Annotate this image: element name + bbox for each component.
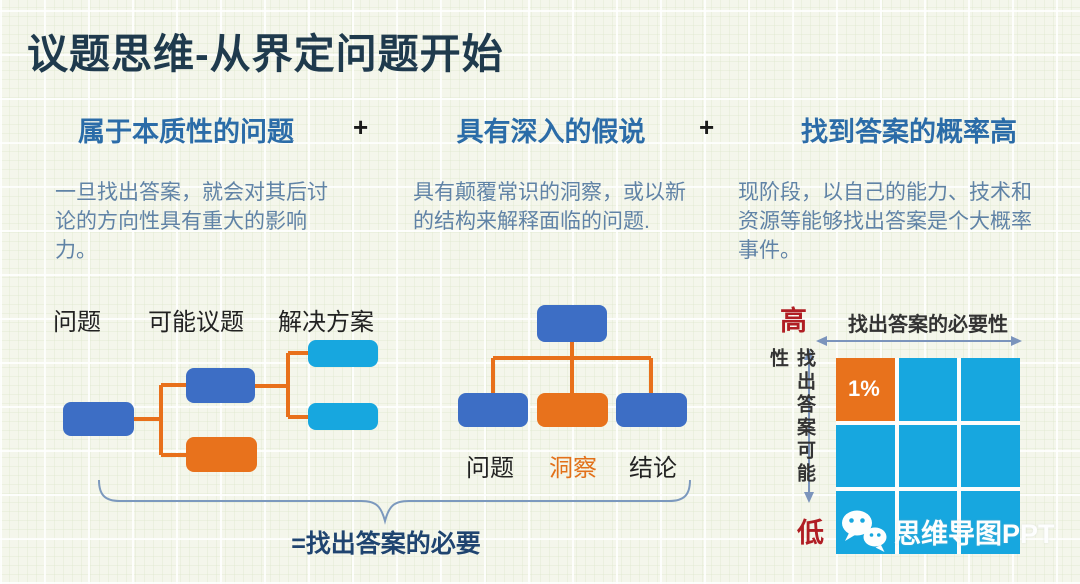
middle-tree-label-insight: 洞察 bbox=[549, 455, 597, 482]
brace-caption: =找出答案的必要 bbox=[291, 530, 481, 558]
left-tree-issue-node-blue bbox=[186, 368, 255, 403]
left-tree-connector-left bbox=[134, 383, 186, 457]
plus-sign-2: + bbox=[699, 112, 715, 142]
left-tree-connector-right bbox=[255, 351, 308, 419]
plus-sign-1: + bbox=[353, 112, 369, 142]
brace-icon bbox=[98, 479, 691, 525]
page-title: 议题思维-从界定问题开始 bbox=[27, 31, 504, 77]
left-tree-solution-node-2 bbox=[308, 403, 378, 430]
middle-tree-root-node bbox=[537, 305, 607, 342]
matrix-cell-3-2 bbox=[898, 491, 958, 554]
middle-tree-insight-node bbox=[537, 393, 608, 427]
column-body-2: 具有颠覆常识的洞察，或以新的结构来解释面临的问题. bbox=[413, 181, 686, 233]
column-body-1: 一旦找出答案，就会对其后讨论的方向性具有重大的影响力。 bbox=[55, 181, 328, 262]
watermark-text: 思维导图PPT bbox=[894, 518, 1055, 549]
left-tree-solution-node-1 bbox=[308, 340, 378, 367]
left-tree-root-node bbox=[63, 402, 134, 436]
matrix-cell-3-3 bbox=[961, 491, 1020, 554]
column-header-3: 找到答案的概率高 bbox=[801, 117, 1017, 147]
matrix-high-label: 高 bbox=[780, 306, 807, 336]
matrix-cell-2-3 bbox=[961, 424, 1020, 488]
matrix-cell-1-3 bbox=[961, 358, 1020, 421]
middle-tree-conclusion-node bbox=[616, 393, 687, 427]
vertical-axis-arrow-icon bbox=[804, 349, 814, 503]
matrix-left-axis-title: 找出答案可能性 bbox=[767, 348, 815, 486]
watermark: 思维导图PPT bbox=[840, 508, 1055, 554]
column-body-3: 现阶段，以自己的能力、技术和资源等能够找出答案是个大概率事件。 bbox=[738, 181, 1032, 262]
wechat-icon bbox=[842, 510, 887, 552]
middle-tree-connectors bbox=[491, 342, 653, 393]
matrix-cell-value: 1% bbox=[848, 376, 880, 402]
matrix-cell-2-2 bbox=[898, 424, 958, 488]
horizontal-axis-arrow-icon bbox=[816, 336, 1022, 346]
left-tree-label-solution: 解决方案 bbox=[278, 309, 374, 336]
matrix-low-label: 低 bbox=[797, 518, 824, 548]
matrix-cell-1-2 bbox=[898, 358, 958, 421]
column-header-1: 属于本质性的问题 bbox=[78, 117, 294, 147]
middle-tree-label-conclusion: 结论 bbox=[629, 455, 677, 482]
matrix-cell-2-1 bbox=[836, 424, 895, 488]
left-tree-label-possible-issue: 可能议题 bbox=[148, 309, 244, 336]
middle-tree-problem-node bbox=[458, 393, 528, 427]
left-tree-label-problem: 问题 bbox=[53, 309, 101, 336]
matrix-cell-1-1-highlight: 1% bbox=[836, 358, 895, 421]
middle-tree-label-problem: 问题 bbox=[466, 455, 514, 482]
left-tree-issue-node-orange bbox=[186, 437, 257, 472]
column-header-2: 具有深入的假说 bbox=[456, 117, 646, 147]
matrix-top-axis-title: 找出答案的必要性 bbox=[848, 314, 1008, 336]
